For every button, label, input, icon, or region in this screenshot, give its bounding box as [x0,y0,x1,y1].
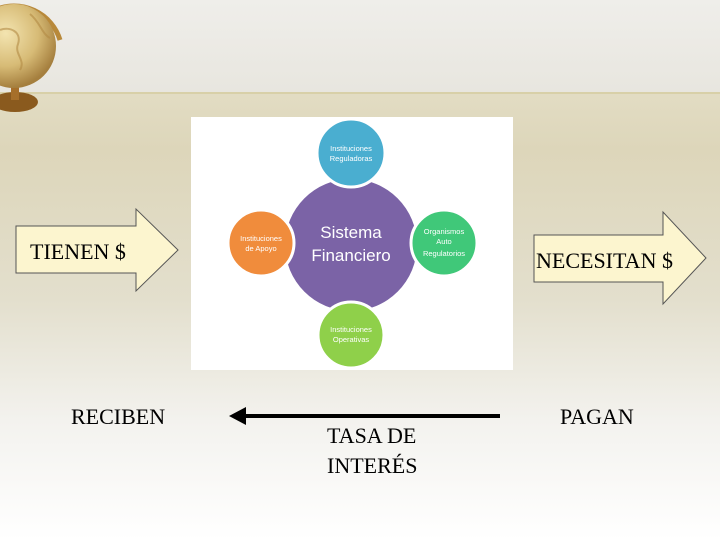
tienen-label: TIENEN $ [30,239,126,264]
header-band [0,0,720,94]
necesitan-label: NECESITAN $ [536,248,673,273]
node-bottom: Instituciones Operativas [316,300,386,370]
globe-icon [0,3,63,112]
left-arrow [15,207,179,293]
node-top-line2: Reguladoras [330,154,373,163]
node-right: Organismos Auto Regulatorios [409,208,479,278]
node-center-line2: Financiero [311,246,390,265]
left-arrowhead-icon [229,407,246,425]
node-left-line1: Instituciones [240,234,282,243]
node-top: Instituciones Reguladoras [315,117,387,189]
node-bottom-line1: Instituciones [330,325,372,334]
node-left-line2: de Apoyo [245,244,276,253]
node-left: Instituciones de Apoyo [226,208,296,278]
right-arrow [533,210,707,306]
reciben-label: RECIBEN [71,404,166,429]
pagan-label: PAGAN [560,404,634,429]
node-right-line1: Organismos [424,227,465,236]
tasa-label-line2: INTERÉS [327,453,418,478]
financial-system-diagram: Sistema Financiero Instituciones Regulad… [191,117,513,370]
tasa-label-line1: TASA DE [327,423,417,448]
node-right-line2: Auto [436,237,451,246]
node-center-line1: Sistema [320,223,382,242]
node-top-line1: Instituciones [330,144,372,153]
node-right-line3: Regulatorios [423,249,465,258]
node-bottom-line2: Operativas [333,335,370,344]
node-center: Sistema Financiero [285,179,417,311]
